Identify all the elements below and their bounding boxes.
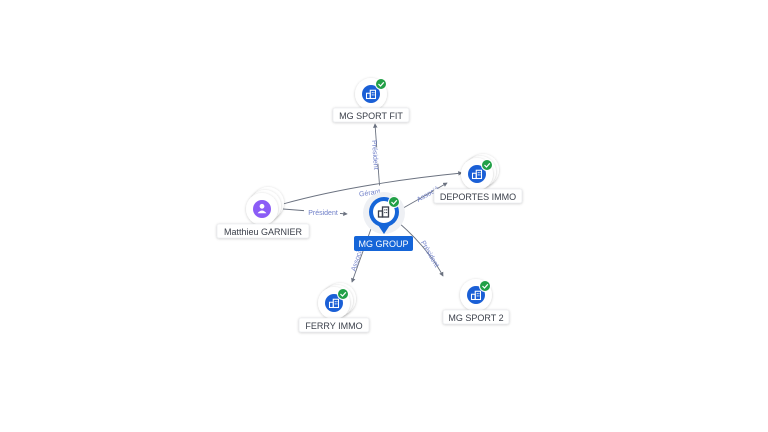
- node-ferry-immo[interactable]: FERRY IMMO: [298, 283, 370, 333]
- edge-label: Président: [370, 140, 379, 170]
- node-label: Matthieu GARNIER: [224, 227, 303, 237]
- node-label: MG GROUP: [358, 239, 408, 249]
- building-icon: [377, 206, 390, 218]
- edge-president-mg-sport-fit[interactable]: Président: [350, 123, 390, 193]
- edge-label: Président: [308, 210, 338, 217]
- person-node-circle: [253, 200, 271, 218]
- center-label-badge: [354, 236, 413, 251]
- person-icon: [257, 203, 267, 214]
- node-label: FERRY IMMO: [305, 321, 362, 331]
- node-mg-sport-2[interactable]: MG SPORT 2: [442, 279, 510, 325]
- node-mg-group-center[interactable]: MG GROUP: [354, 192, 413, 251]
- verified-check-icon: [375, 78, 387, 90]
- node-label: MG SPORT FIT: [339, 111, 403, 121]
- edge-associe-ferry-immo[interactable]: Associé: [350, 225, 373, 283]
- verified-check-icon: [481, 159, 493, 171]
- node-matthieu-garnier[interactable]: Matthieu GARNIER: [216, 187, 310, 239]
- edge-label: Gérant: [359, 189, 381, 199]
- edge-label: Président: [419, 240, 440, 269]
- verified-check-icon: [388, 196, 400, 208]
- edge-president-person-group[interactable]: Président: [282, 207, 348, 217]
- node-label: MG SPORT 2: [448, 313, 503, 323]
- verified-check-icon: [479, 280, 491, 292]
- node-deportes-immo[interactable]: DEPORTES IMMO: [433, 154, 523, 204]
- verified-check-icon: [337, 288, 349, 300]
- node-label: DEPORTES IMMO: [440, 192, 516, 202]
- node-mg-sport-fit[interactable]: MG SPORT FIT: [332, 78, 410, 123]
